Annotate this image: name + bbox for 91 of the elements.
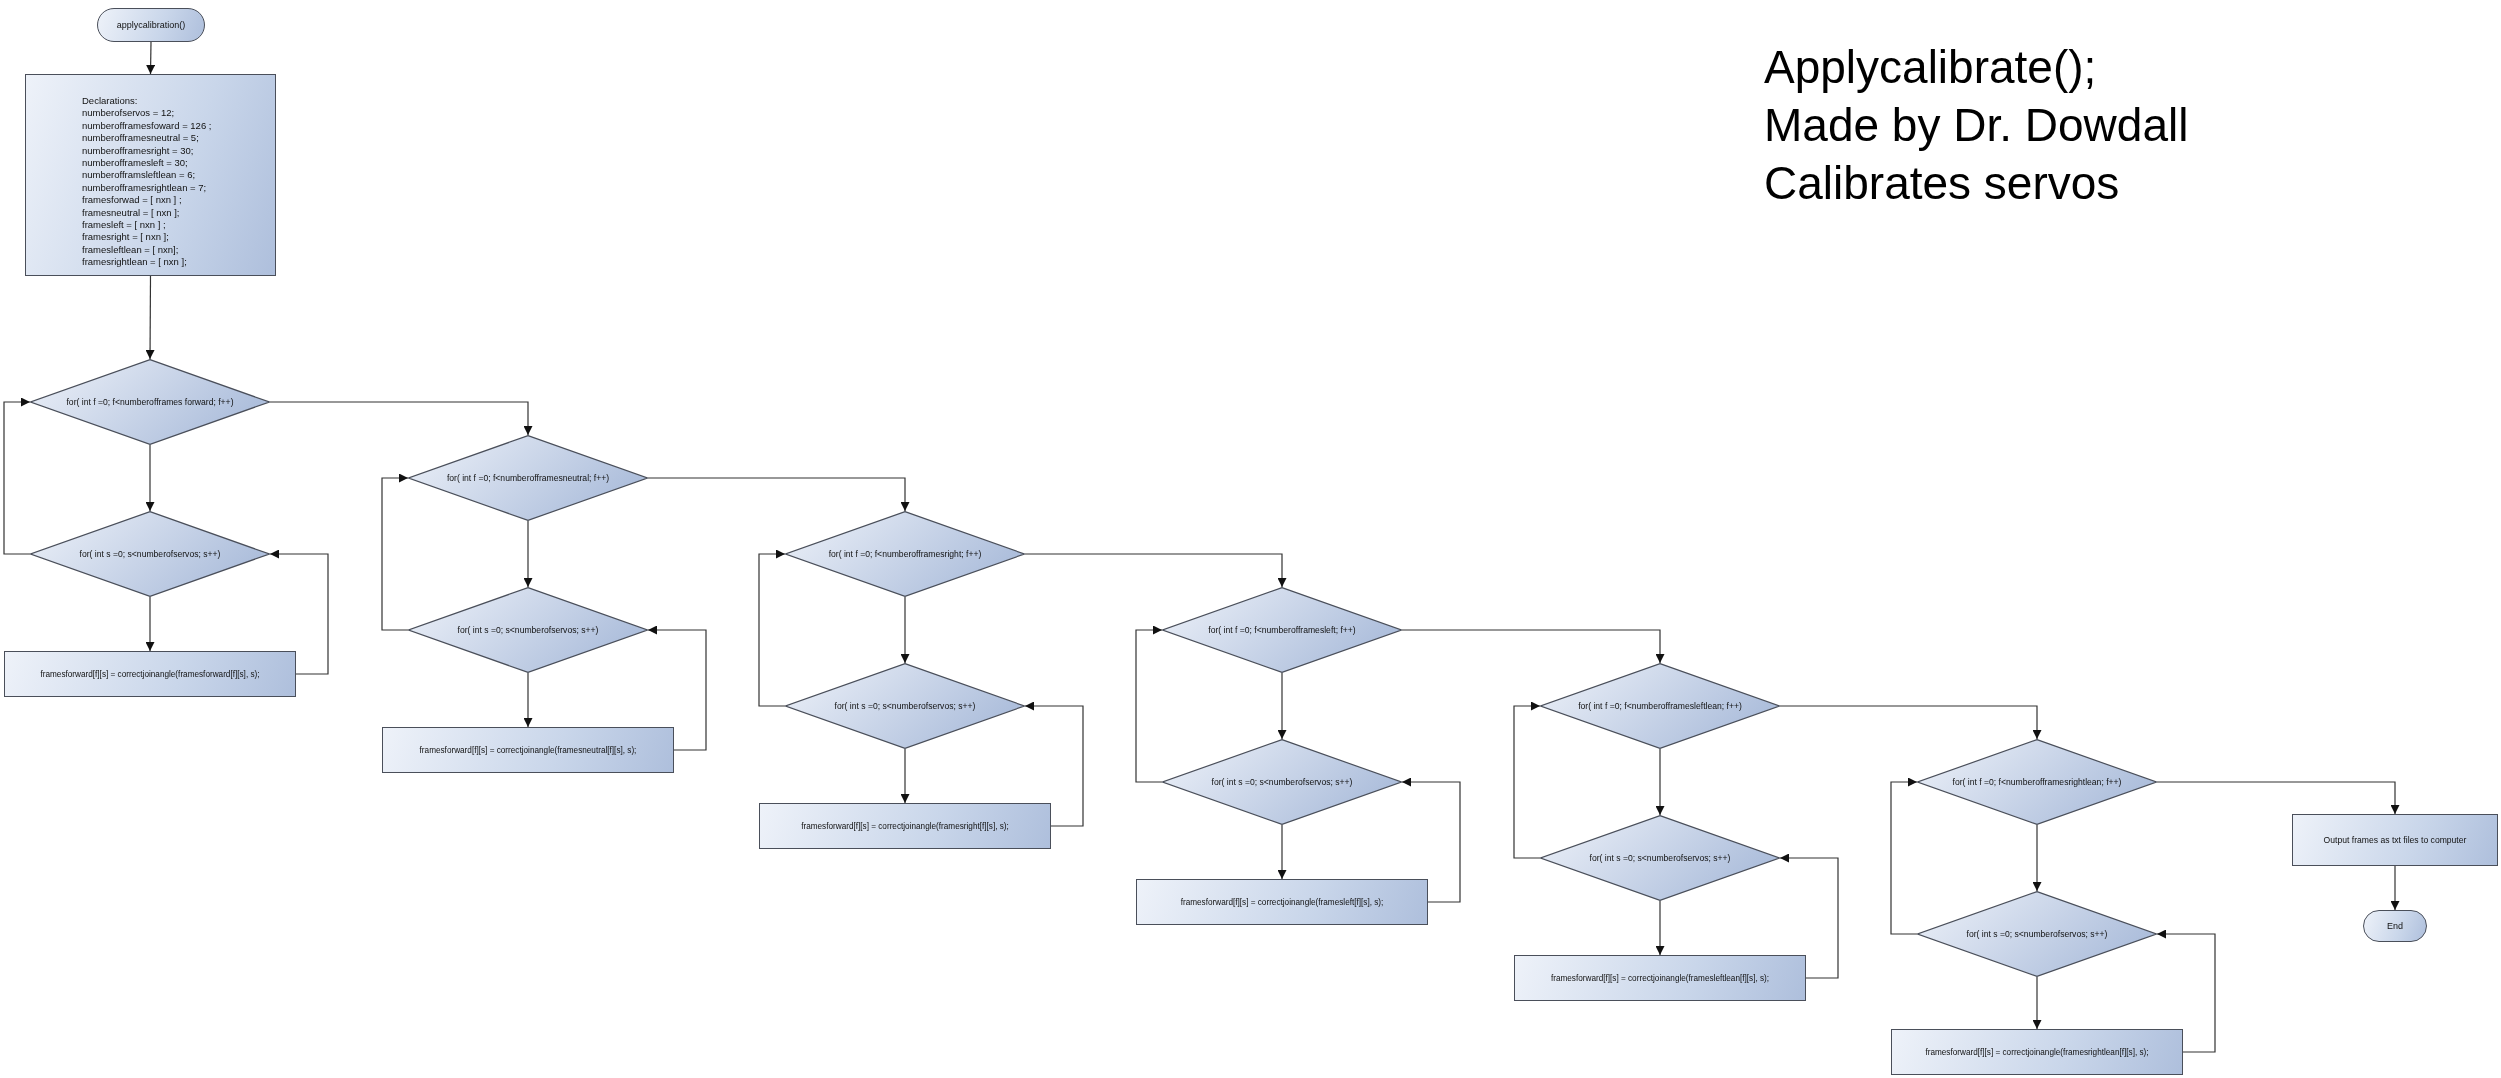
loop-condition: for( int s =0; s<numberofservos; s++) [834,701,976,711]
arrow [647,625,707,751]
process-box [1514,955,1806,1001]
arrow [1779,853,1839,979]
process-box [1891,1029,2183,1075]
process-text: framesforward[f][s] = correctjoinangle(framesforward[f][s], s); [40,669,260,679]
arrow [269,549,329,675]
arrow [381,473,409,631]
process-box [1136,879,1428,925]
terminal-text: applycalibration() [116,20,186,30]
loop-condition: for( int f =0; f<numberofframesleft; f++) [1208,625,1356,635]
declaration-line: numberofframesleft = 30; [82,157,188,170]
arrow [1024,553,1287,588]
decision-diamond [785,511,1025,597]
arrow [1401,629,1665,664]
arrow [2032,976,2042,1030]
decision-diamond [1540,815,1780,901]
arrow [145,275,155,360]
process-text: framesforward[f][s] = correctjoinangle(framesright[f][s], s); [801,821,1009,831]
loop-condition: for( int f =0; f<numberofframesright; f++) [828,549,982,559]
arrow [3,397,31,555]
process-box [759,803,1051,849]
declaration-line: framesleft = [ nxn ] ; [82,219,166,232]
arrow [145,444,155,512]
declaration-line: numberofservos = 12; [82,107,175,120]
declaration-line: framesleftlean = [ nxn]; [82,243,179,257]
decision-diamond [1162,587,1402,673]
arrow [146,41,156,75]
arrow [1401,777,1461,903]
note-text: Made by Dr. Dowdall [1764,98,2189,153]
arrow [1890,777,1918,935]
process-text: framesforward[f][s] = correctjoinangle(framesleft[f][s], s); [1180,897,1384,907]
loop-condition: for( int s =0; s<numberofservos; s++) [1211,777,1353,787]
decision-diamond [1162,739,1402,825]
decision-diamond [1917,891,2157,977]
arrow [2390,865,2400,911]
arrow [1024,701,1084,827]
arrow [900,748,910,804]
decision-diamond [408,587,648,673]
process-text: framesforward[f][s] = correctjoinangle(framesrightlean[f][s], s); [1925,1047,2149,1057]
note-text: Calibrates servos [1764,156,2120,211]
loop-condition: for( int f =0; f<numberofframesrightlean; f++) [1952,777,2122,787]
arrow [2156,929,2216,1053]
decision-diamond [1540,663,1780,749]
process-text: framesforward[f][s] = correctjoinangle(framesleftlean[f][s], s); [1550,973,1770,983]
declaration-line: numberofframesright = 30; [82,144,194,158]
loop-condition: for( int s =0; s<numberofservos; s++) [457,625,599,635]
arrow [1277,672,1287,740]
loop-condition: for( int f =0; f<numberofframes forward; f++) [66,397,234,407]
declaration-line: numberofframesneutral = 5; [82,132,199,145]
arrow [647,477,910,512]
declaration-line: framesforwad = [ nxn ] ; [82,194,182,207]
arrow [145,596,155,652]
decision-diamond [785,663,1025,749]
declaration-line: framesrightlean = [ nxn ]; [82,256,187,269]
loop-condition: for( int f =0; f<numberofframesneutral; f++) [446,473,610,483]
loop-condition: for( int s =0; s<numberofservos; s++) [79,549,221,559]
declaration-line: Declarations: [82,95,138,108]
arrow [523,672,533,728]
declarations-box [25,74,276,276]
arrow [1655,748,1665,816]
loop-condition: for( int s =0; s<numberofservos; s++) [1589,853,1731,863]
decision-diamond [1917,739,2157,825]
terminal-text: End [2387,921,2403,931]
note-text: Applycalibrate(); [1764,40,2097,95]
declaration-line: framesneutral = [ nxn ]; [82,206,180,220]
arrow [900,596,910,664]
declaration-line: numberofframsleftlean = 6; [82,169,196,182]
arrow [758,549,786,707]
arrow [269,401,533,436]
decision-diamond [408,435,648,521]
process-text: framesforward[f][s] = correctjoinangle(framesneutral[f][s], s); [419,745,637,755]
process-box [4,651,296,697]
declaration-line: numberofframesfoward = 126 ; [82,119,212,133]
process-text: Output frames as txt files to computer [2323,835,2467,845]
arrow [1779,705,2042,740]
arrow [1135,625,1163,783]
loop-condition: for( int s =0; s<numberofservos; s++) [1966,929,2108,939]
arrow [1655,900,1665,956]
arrow [523,520,533,588]
process-box [382,727,674,773]
declaration-line: numberofframesrightlean = 7; [82,181,207,195]
loop-condition: for( int f =0; f<numberofframesleftlean; f++) [1578,701,1742,711]
arrow [2156,781,2400,815]
arrow [1513,701,1541,859]
decision-diamond [30,359,270,445]
declaration-line: framesright = [ nxn ]; [82,231,169,244]
decision-diamond [30,511,270,597]
arrow [1277,824,1287,880]
process-box [2292,814,2498,866]
arrow [2032,824,2042,892]
